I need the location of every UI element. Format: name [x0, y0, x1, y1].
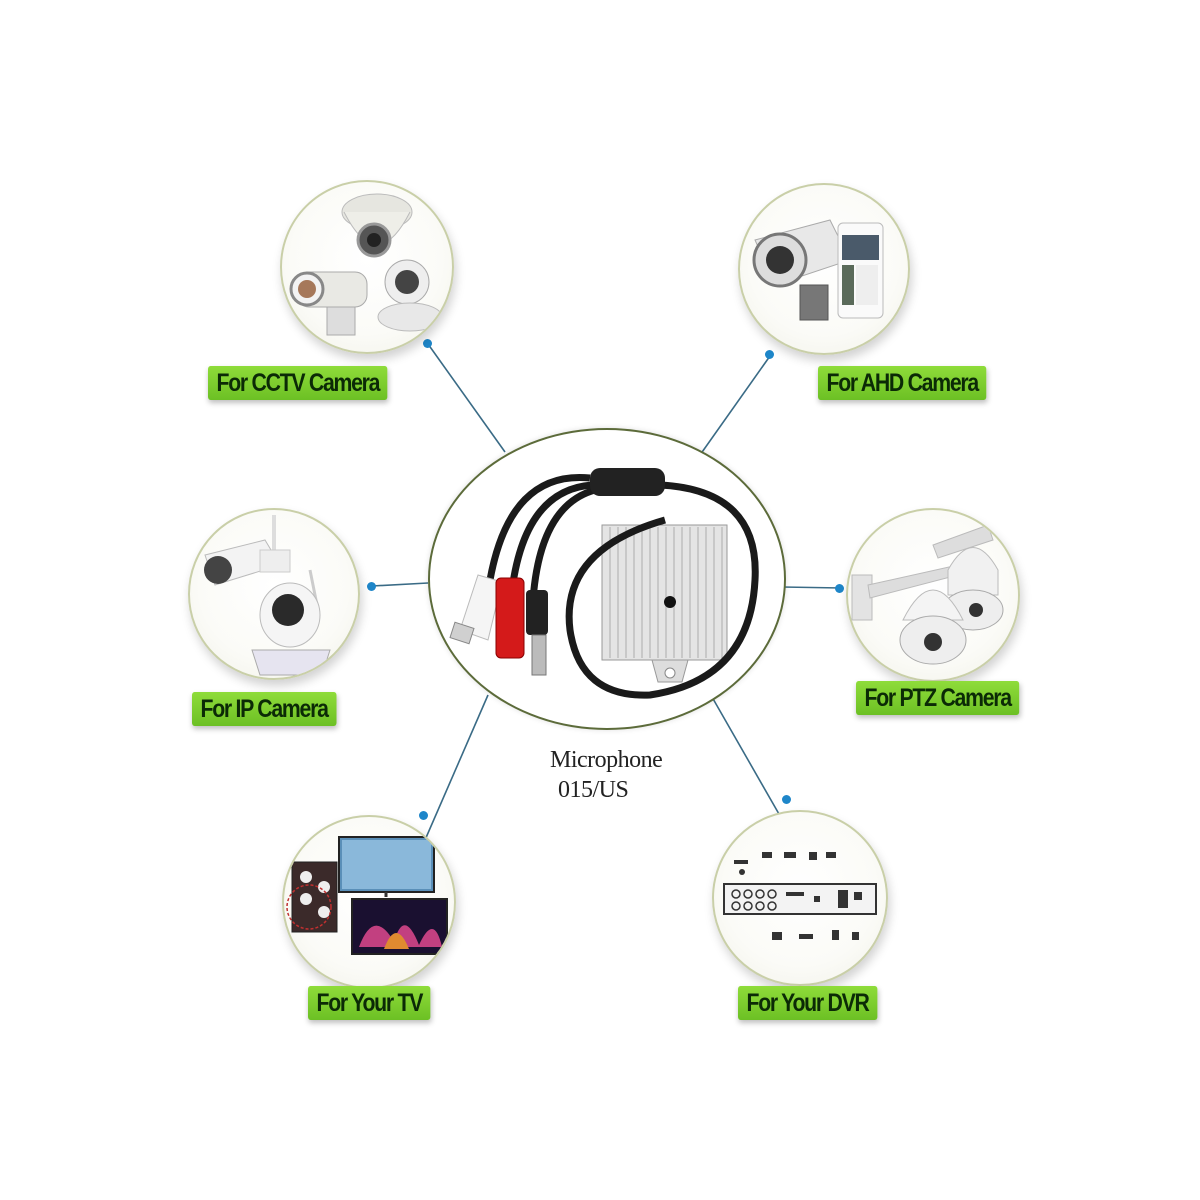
product-caption: Microphone 015/US: [550, 745, 663, 805]
connector-dot-cctv: [423, 339, 432, 348]
tv-icon: [286, 836, 448, 955]
ip-camera-icon: [204, 515, 331, 676]
label-cctv-camera: For CCTV Camera: [208, 366, 388, 400]
ahd-camera-circle: [738, 183, 910, 355]
label-ahd-camera: For AHD Camera: [818, 366, 987, 400]
tv-circle: [282, 815, 456, 989]
microphone-product-circle: [428, 428, 786, 730]
ptz-camera-icon: [851, 524, 1004, 665]
connector-dot-ip: [367, 582, 376, 591]
product-name: Microphone: [550, 747, 663, 773]
label-tv: For Your TV: [308, 986, 431, 1020]
connector-dot-ahd: [765, 350, 774, 359]
dvr-circle: [712, 810, 888, 986]
cctv-camera-icon: [289, 193, 443, 336]
ip-camera-circle: [188, 508, 360, 680]
label-ptz-camera: For PTZ Camera: [856, 681, 1020, 715]
connector-dot-tv: [419, 811, 428, 820]
dvr-icon: [723, 852, 877, 940]
label-ip-camera: For IP Camera: [192, 692, 337, 726]
connector-dot-dvr: [782, 795, 791, 804]
label-dvr: For Your DVR: [738, 986, 878, 1020]
ahd-camera-icon: [752, 219, 884, 321]
microphone-module-icon: [449, 468, 759, 699]
cctv-camera-circle: [280, 180, 454, 354]
product-model: 015/US: [558, 777, 629, 803]
connector-dot-ptz: [835, 584, 844, 593]
ptz-camera-circle: [846, 508, 1020, 682]
